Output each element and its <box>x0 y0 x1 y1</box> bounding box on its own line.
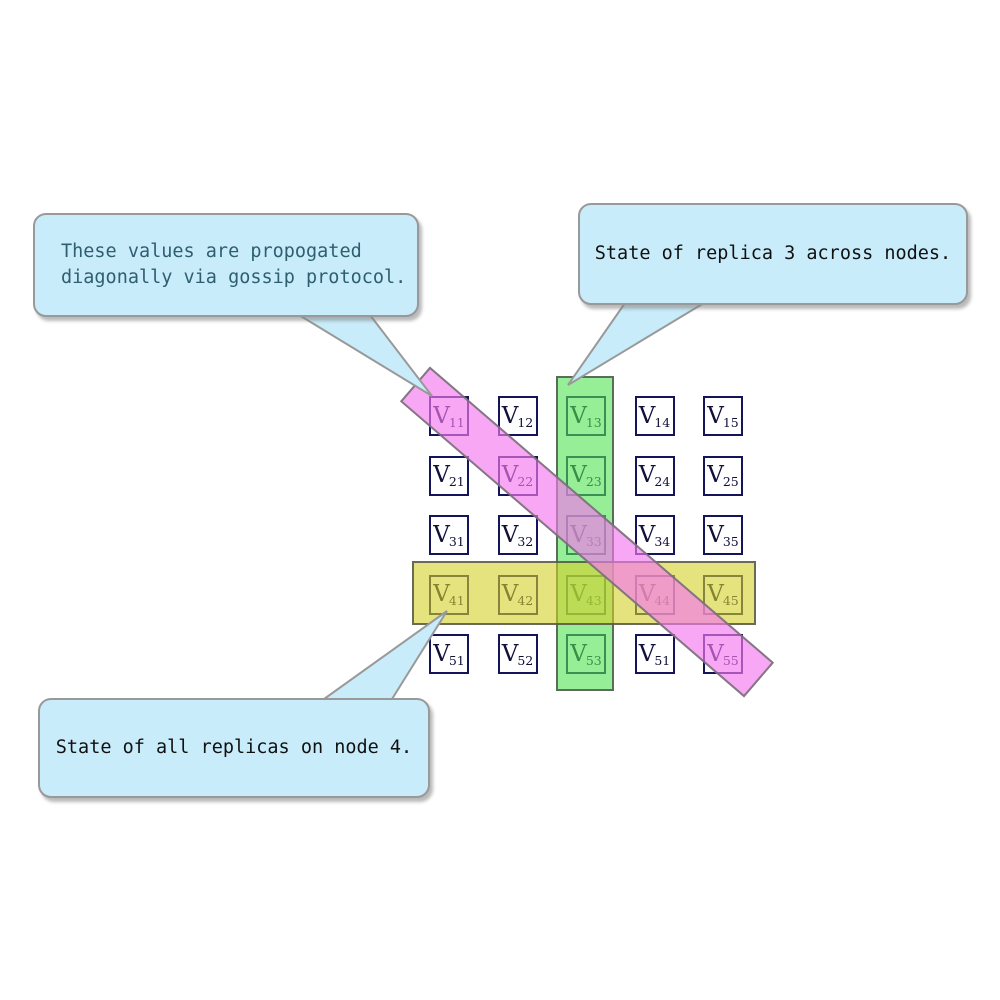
cell-symbol: V <box>433 640 450 667</box>
node-callout-text: State of all replicas on node 4. <box>55 737 413 758</box>
gossip-callout-line1: These values are propogated <box>61 241 362 262</box>
cell-symbol: V <box>501 402 519 429</box>
replica-callout-text: State of replica 3 across nodes. <box>594 243 952 264</box>
cell-symbol: V <box>638 402 656 429</box>
cell-symbol: V <box>707 521 724 548</box>
cell-symbol: V <box>638 521 656 548</box>
cell-subscript: 35 <box>722 533 739 549</box>
cell-subscript: 34 <box>654 533 671 549</box>
node-callout: State of all replicas on node 4. <box>38 698 430 798</box>
cell-subscript: 52 <box>517 652 534 668</box>
cell-symbol: V <box>707 402 724 429</box>
cell-subscript: 14 <box>654 414 671 430</box>
gossip-callout-line2: diagonally via gossip protocol. <box>61 267 407 288</box>
cell-symbol: V <box>707 462 724 488</box>
cell-symbol: V <box>433 521 450 548</box>
cell-subscript: 24 <box>654 474 671 490</box>
cell-symbol: V <box>501 640 519 667</box>
cell-subscript: 31 <box>448 533 465 549</box>
cell-subscript: 12 <box>517 414 534 430</box>
gossip-callout: These values are propogated diagonally v… <box>33 213 419 317</box>
cell-symbol: V <box>638 462 656 488</box>
cell-subscript: 25 <box>722 474 739 490</box>
cell-subscript: 15 <box>722 414 739 430</box>
cell-symbol: V <box>638 640 656 667</box>
replica-callout: State of replica 3 across nodes. <box>578 203 968 305</box>
cell-subscript: 21 <box>448 474 465 490</box>
cell-subscript: 51 <box>448 652 465 668</box>
cell-subscript: 51 <box>654 652 671 668</box>
cell-subscript: 32 <box>517 533 534 549</box>
cell-symbol: V <box>433 462 450 488</box>
cell-symbol: V <box>501 521 519 548</box>
